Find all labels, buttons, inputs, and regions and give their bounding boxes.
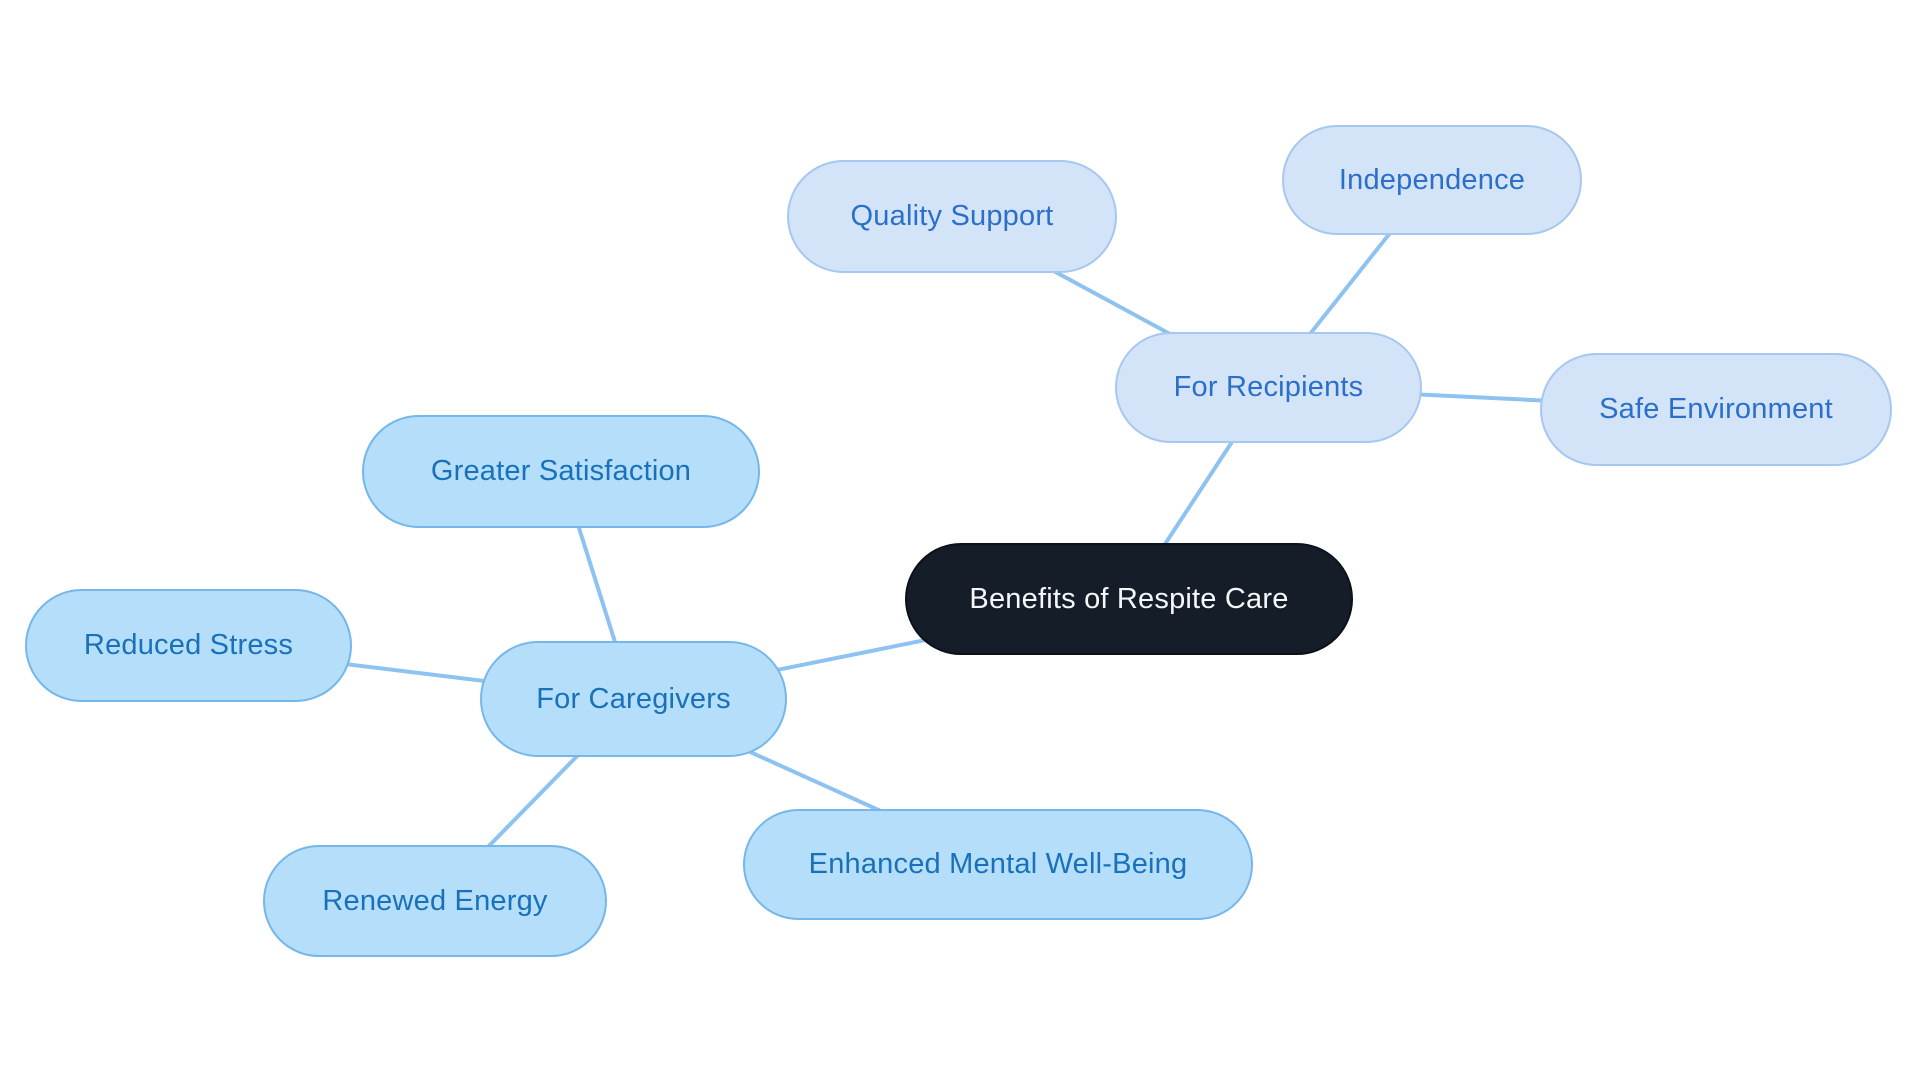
node-root-benefits-of-respite-care[interactable]: Benefits of Respite Care [905, 543, 1353, 655]
node-renewed-energy[interactable]: Renewed Energy [263, 845, 607, 957]
node-label: Reduced Stress [83, 629, 294, 661]
node-enhanced-mental-well-being[interactable]: Enhanced Mental Well-Being [743, 809, 1253, 920]
node-quality-support[interactable]: Quality Support [787, 160, 1117, 273]
node-label: Quality Support [850, 200, 1054, 232]
node-reduced-stress[interactable]: Reduced Stress [25, 589, 352, 702]
node-greater-satisfaction[interactable]: Greater Satisfaction [362, 415, 760, 528]
node-for-caregivers[interactable]: For Caregivers [480, 641, 787, 757]
node-label: Safe Environment [1599, 393, 1833, 425]
node-label: For Recipients [1173, 371, 1364, 403]
node-label: Greater Satisfaction [430, 455, 692, 487]
node-label: Independence [1338, 163, 1526, 196]
node-independence[interactable]: Independence [1282, 125, 1582, 235]
node-label: For Caregivers [536, 682, 731, 715]
node-safe-environment[interactable]: Safe Environment [1540, 353, 1892, 466]
node-label: Benefits of Respite Care [969, 582, 1289, 615]
node-label: Enhanced Mental Well-Being [808, 848, 1188, 880]
node-for-recipients[interactable]: For Recipients [1115, 332, 1422, 443]
node-label: Renewed Energy [322, 884, 548, 917]
